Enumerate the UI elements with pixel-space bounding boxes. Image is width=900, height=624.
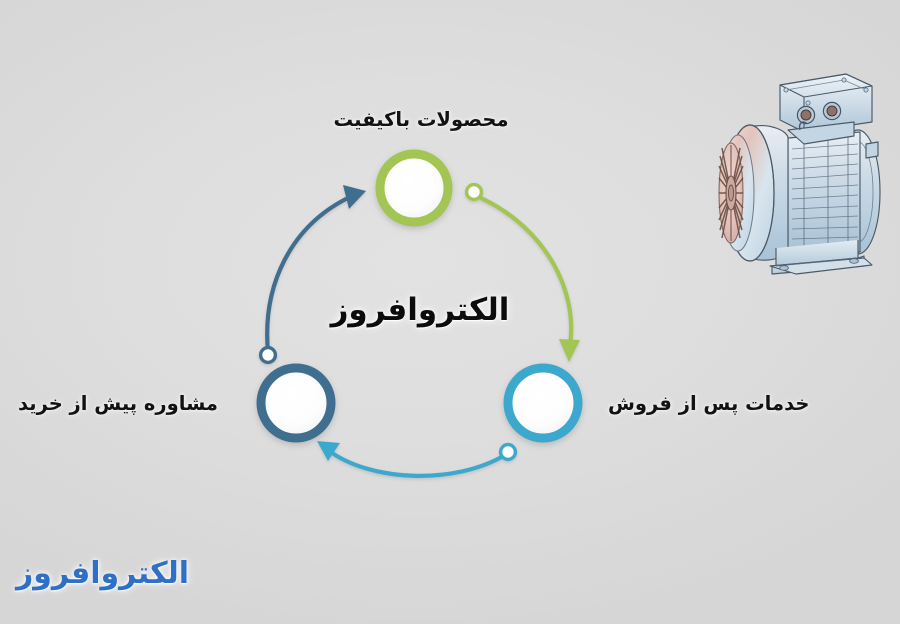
arrow-aftersales-to-consultation [317,441,518,478]
node-circle-after-sales-service[interactable] [503,363,583,443]
node-label-pre-purchase-consultation: مشاوره پیش از خرید [18,392,218,415]
arrow-quality-to-aftersales [464,182,580,362]
node-circle-pre-purchase-consultation[interactable] [256,363,336,443]
node-label-after-sales-service: خدمات پس از فروش [608,392,810,415]
node-label-quality-products: محصولات باکیفیت [333,108,509,131]
center-brand-title: الکتروافروز [330,292,510,328]
arrow-consultation-to-quality [258,185,366,365]
electric-motor-icon [718,73,881,275]
node-circle-quality-products[interactable] [375,149,453,227]
brand-logo-wordmark: الکتروافروز [16,556,190,591]
electric-motor-illustration [676,52,894,284]
